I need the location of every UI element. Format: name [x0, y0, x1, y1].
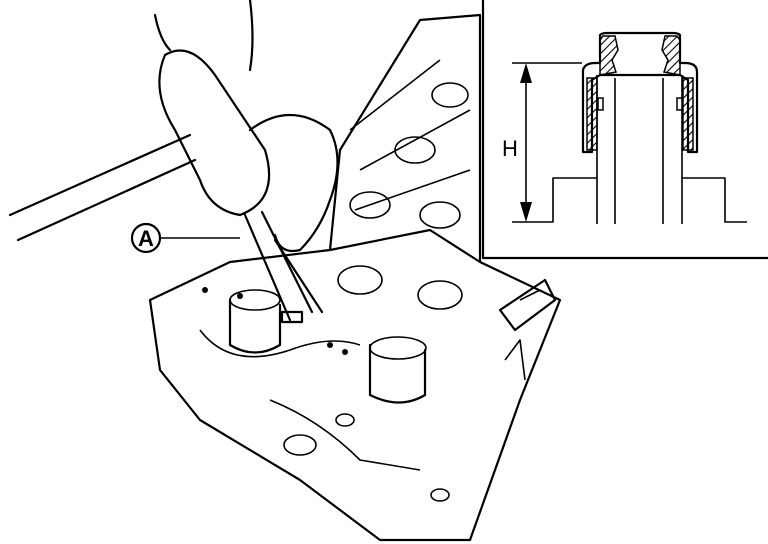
inset-detail: H: [481, 0, 768, 260]
callout-label: A: [138, 226, 154, 251]
hand-with-drift-tool: [153, 0, 339, 324]
dimension-label-h: H: [502, 136, 518, 161]
hammer: [8, 49, 271, 242]
callout-a: A: [130, 222, 240, 254]
cylinder-head: [148, 13, 562, 542]
